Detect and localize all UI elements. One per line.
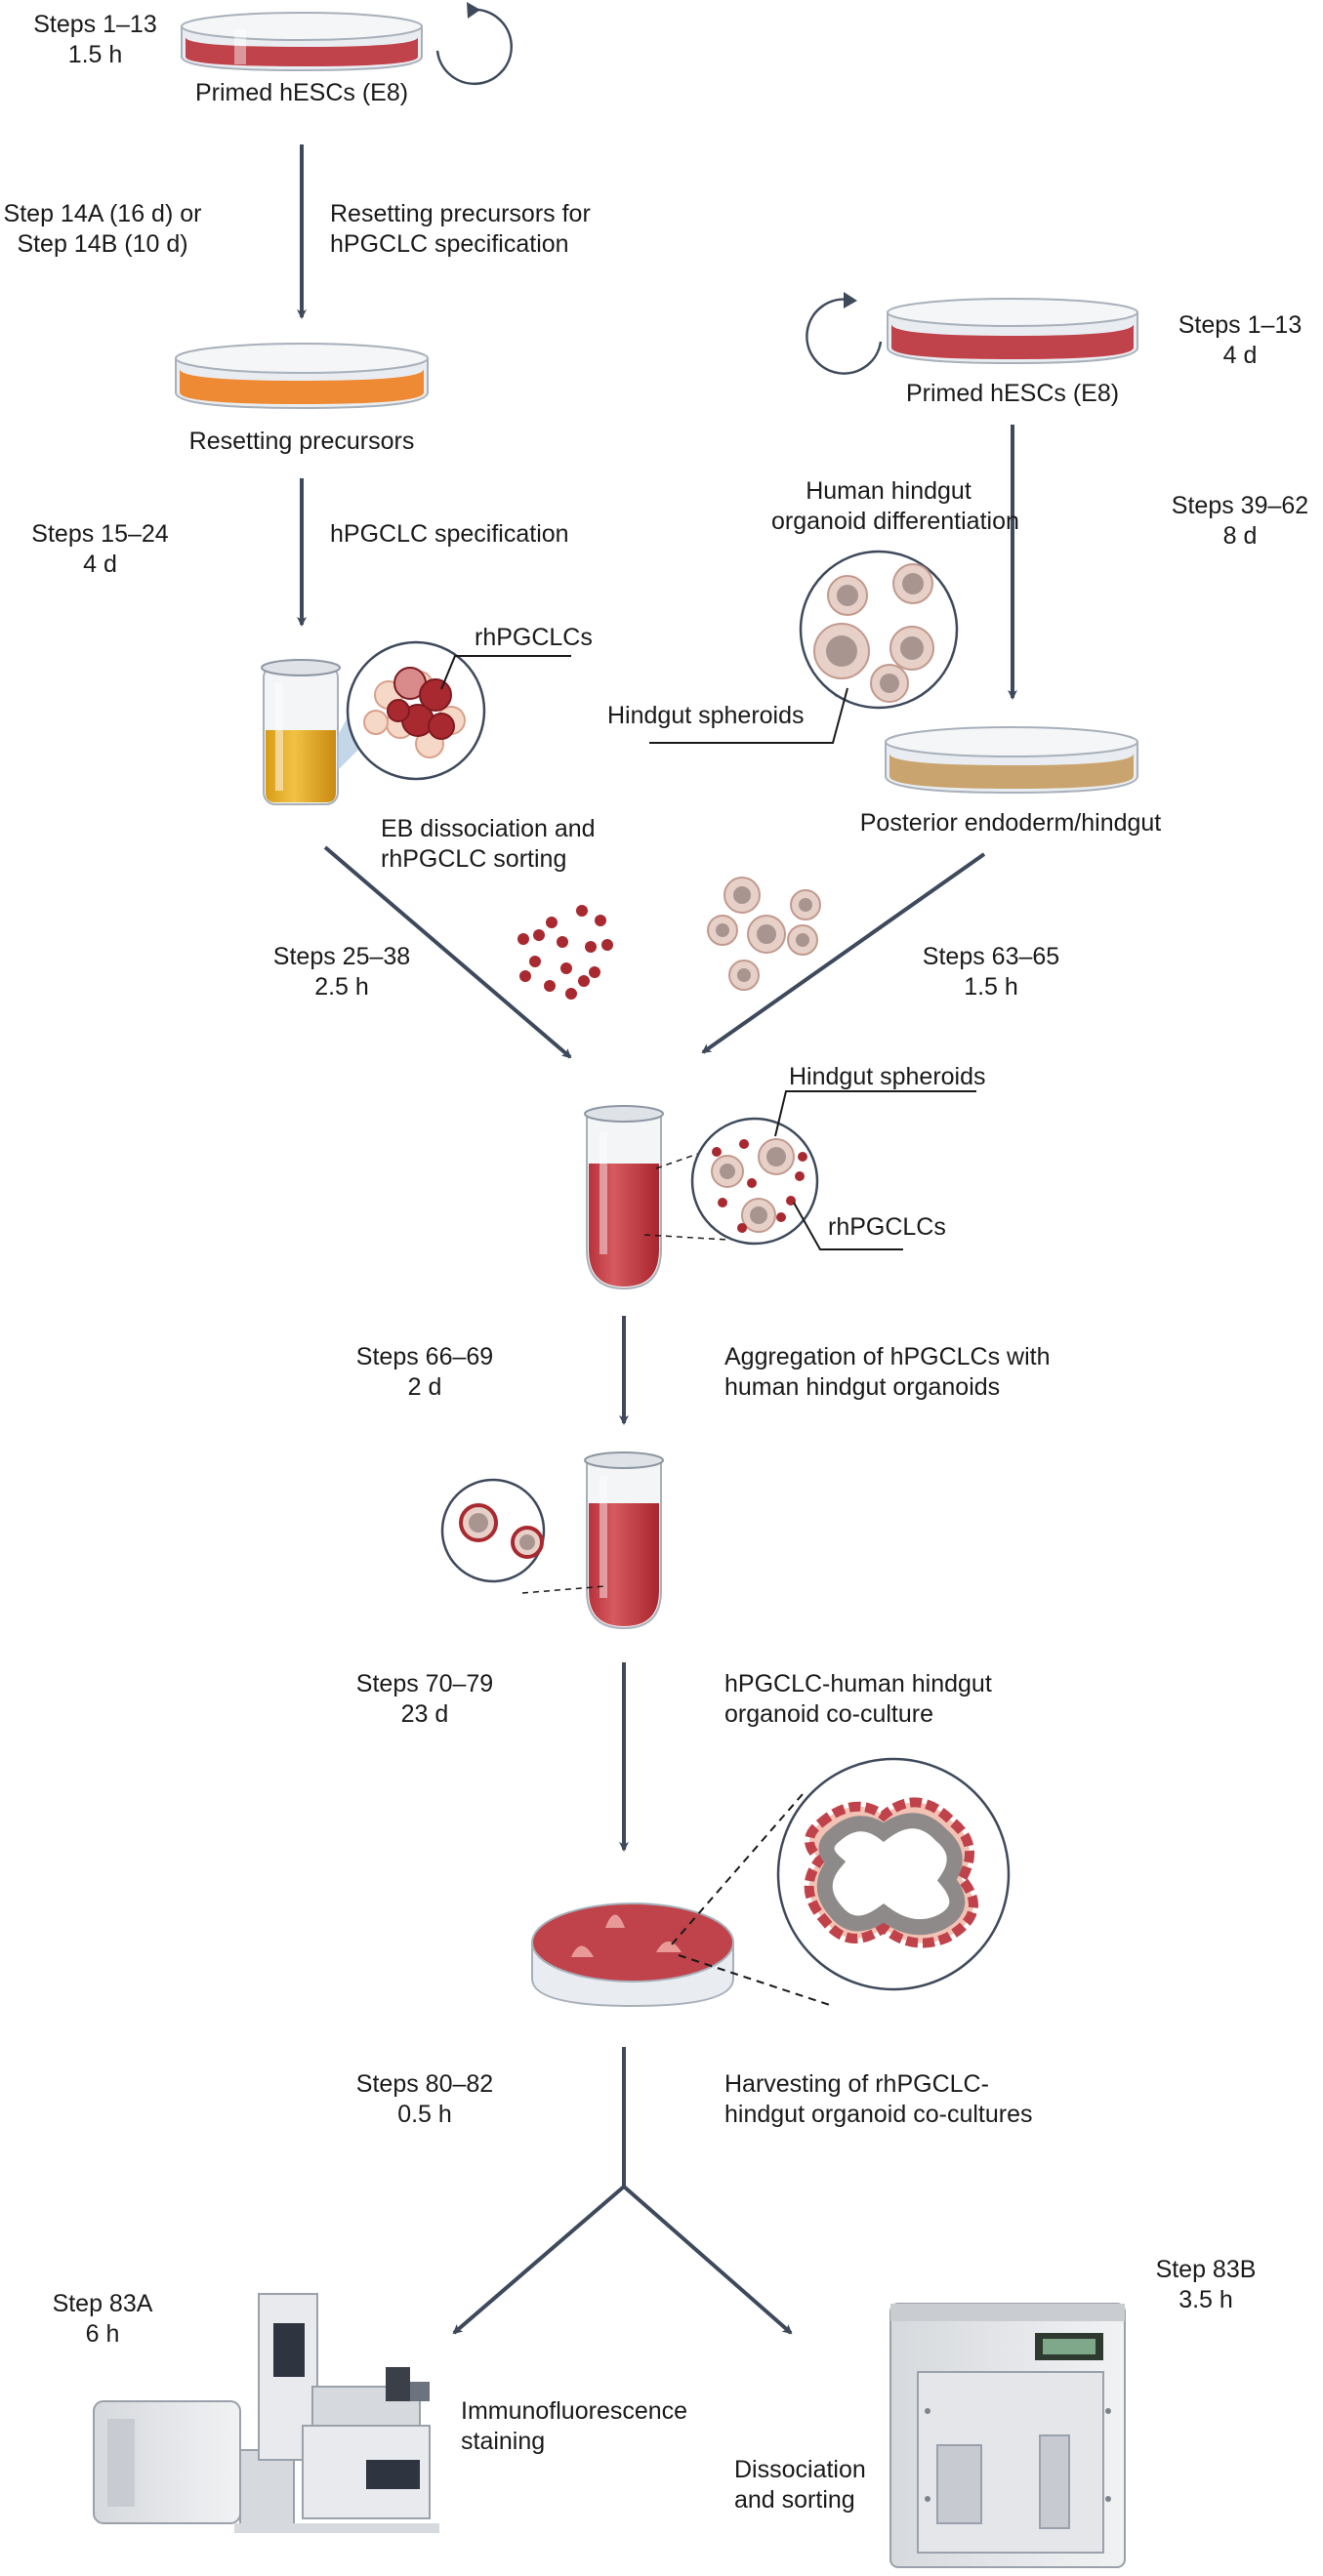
hindgut-dish	[885, 726, 1138, 795]
hindgut-callout-line	[649, 687, 848, 744]
microscope-icon	[93, 2293, 439, 2533]
arrow-sort-to-mix	[323, 845, 572, 1059]
time-label: 2.5 h	[314, 973, 369, 1001]
time-label: 1.5 h	[964, 973, 1018, 1001]
rhpgclc-callout-line	[440, 655, 571, 690]
step-label: Steps 15–24	[31, 520, 169, 548]
step-label: Steps 1–13	[33, 11, 157, 38]
cell-sorter-icon	[889, 2303, 1126, 2568]
time-label: 2 d	[407, 1373, 442, 1401]
step-label: Step 14B (10 d)	[17, 230, 188, 258]
coculture-inset	[671, 1757, 1011, 2007]
mix-callout-spheroids: Hindgut spheroids	[789, 1063, 986, 1090]
arrow-branch-a	[452, 2185, 626, 2335]
process-label: human hindgut organoids	[724, 1373, 1001, 1401]
process-label: staining	[461, 2428, 546, 2455]
time-label: 3.5 h	[1178, 2286, 1233, 2313]
arrow-hindgut-to-mix	[701, 852, 986, 1054]
eb-tube	[261, 659, 371, 805]
process-label: Harvesting of rhPGCLC-	[724, 2070, 989, 2098]
step-label: Steps 63–65	[922, 943, 1060, 970]
step-label: Steps 66–69	[355, 1343, 494, 1370]
floating-rhpgclcs	[517, 905, 613, 1000]
hindgut-callout: Hindgut spheroids	[607, 702, 805, 729]
step-label: Steps 70–79	[355, 1670, 494, 1697]
process-label: and sorting	[734, 2486, 855, 2514]
process-label: hPGCLC-human hindgut	[724, 1670, 992, 1697]
hindgut-dish-label: Posterior endoderm/hindgut	[859, 809, 1162, 837]
process-label: EB dissociation and	[381, 815, 596, 842]
process-label: Resetting precursors for	[330, 200, 591, 227]
mix-callout-top-line	[774, 1090, 976, 1137]
process-label: rhPGCLC sorting	[381, 845, 567, 873]
mix-tube	[584, 1105, 664, 1290]
time-label: 6 h	[85, 2320, 120, 2348]
aggregate-inset	[440, 1478, 606, 1594]
coculture-dish	[531, 1902, 734, 2008]
flow-arrows	[297, 144, 1017, 2335]
step-label: Steps 80–82	[355, 2070, 494, 2098]
cycle-icon-right	[806, 292, 883, 375]
mix-callout-rhpgclcs: rhPGCLCs	[828, 1213, 946, 1241]
step-label: Step 83B	[1155, 2256, 1257, 2283]
step-label: Steps 39–62	[1171, 492, 1309, 519]
process-label: Aggregation of hPGCLCs with	[724, 1343, 1051, 1370]
step-label: Steps 1–13	[1178, 311, 1302, 339]
rhpgclc-inset	[346, 640, 571, 781]
cycle-icon-left	[435, 2, 513, 86]
process-label: hPGCLC specification	[330, 230, 569, 258]
arrow-branch-b	[622, 2185, 793, 2335]
primed-dish-right	[887, 298, 1138, 365]
primed-right-label: Primed hESCs (E8)	[905, 380, 1120, 407]
time-label: 4 d	[83, 551, 117, 578]
time-label: 0.5 h	[397, 2101, 452, 2128]
process-label: hPGCLC specification	[330, 520, 569, 548]
time-label: 23 d	[400, 1700, 449, 1728]
resetting-label: Resetting precursors	[188, 428, 415, 455]
rhpgclc-callout: rhPGCLCs	[475, 624, 593, 651]
aggregate-tube	[584, 1452, 664, 1630]
primed-left-label: Primed hESCs (E8)	[194, 79, 409, 106]
process-label: hindgut organoid co-cultures	[724, 2101, 1033, 2128]
process-label: organoid co-culture	[724, 1700, 934, 1728]
mix-inset	[643, 1090, 976, 1250]
primed-dish-left	[181, 12, 423, 72]
hindgut-inset	[649, 550, 959, 744]
resetting-dish	[175, 343, 429, 410]
process-label: Immunofluorescence	[461, 2397, 688, 2425]
time-label: 8 d	[1222, 522, 1258, 550]
floating-spheroids	[707, 877, 821, 991]
step-label: Step 83A	[52, 2290, 153, 2317]
time-label: 4 d	[1222, 342, 1258, 369]
mix-callout-bottom-line	[793, 1202, 903, 1250]
process-label: Human hindgut	[806, 477, 972, 505]
time-label: 1.5 h	[67, 41, 123, 68]
process-label: Dissociation	[734, 2456, 866, 2483]
process-label: organoid differentiation	[771, 508, 1019, 535]
step-label: Step 14A (16 d) or	[3, 200, 202, 227]
step-label: Steps 25–38	[272, 943, 411, 970]
